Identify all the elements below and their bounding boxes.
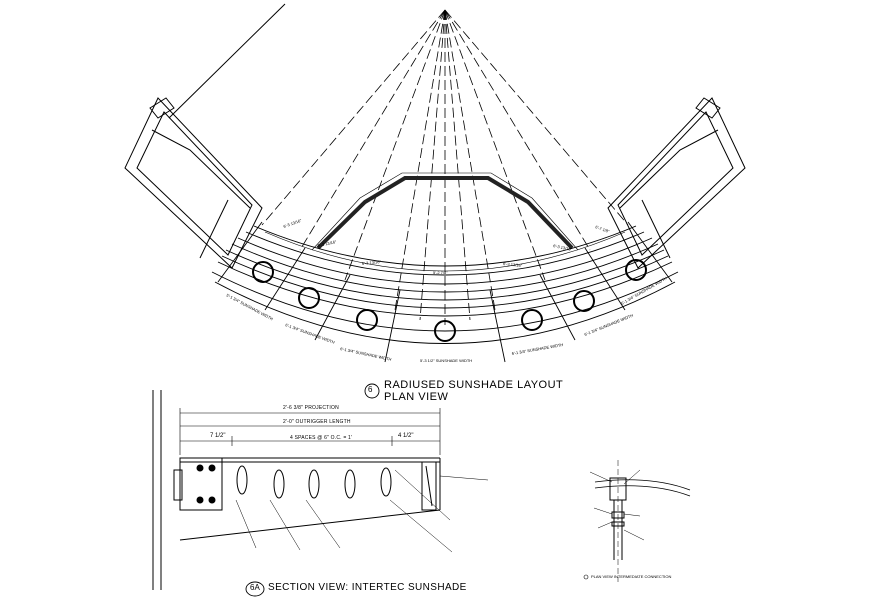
dim-outrigger: 2'-0" OUTRIGGER LENGTH <box>283 419 351 425</box>
outriggers <box>217 221 673 363</box>
building-line <box>168 3 286 119</box>
left-wing <box>124 97 263 269</box>
outrigger-markers <box>252 259 647 342</box>
svg-text:5'-1 3/4" SUNSHADE WIDTH: 5'-1 3/4" SUNSHADE WIDTH <box>620 275 668 305</box>
svg-text:6'-1 3/4" SUNSHADE WIDTH: 6'-1 3/4" SUNSHADE WIDTH <box>285 322 336 345</box>
plan-subtitle: PLAN VIEW <box>384 391 449 403</box>
dim-spaces: 4 SPACES @ 6" O.C. = 1' <box>290 435 353 441</box>
right-wing <box>607 97 746 269</box>
svg-text:6'-1 3/4" SUNSHADE WIDTH: 6'-1 3/4" SUNSHADE WIDTH <box>340 346 392 362</box>
svg-text:6'-3 13/16": 6'-3 13/16" <box>362 259 382 266</box>
svg-text:6'-3 13/16": 6'-3 13/16" <box>317 239 337 248</box>
plan-badge: 6 <box>368 385 373 394</box>
plan-title: RADIUSED SUNSHADE LAYOUT <box>384 379 564 391</box>
svg-text:5'-2 7/8": 5'-2 7/8" <box>433 270 448 275</box>
svg-text:6'-3 13/16": 6'-3 13/16" <box>283 218 303 229</box>
svg-text:6'-7 1/8": 6'-7 1/8" <box>595 224 611 234</box>
dim-right-offset: 4 1/2" <box>398 433 414 439</box>
svg-text:5'-3 1/2" SUNSHADE WIDTH: 5'-3 1/2" SUNSHADE WIDTH <box>420 358 472 363</box>
section-view <box>152 390 489 590</box>
dim-projection: 2'-6 3/8" PROJECTION <box>283 405 339 411</box>
section-title: SECTION VIEW: INTERTEC SUNSHADE <box>268 582 467 593</box>
section-badge: 6A <box>250 583 260 592</box>
radial-lines <box>261 9 629 325</box>
detail-view <box>583 460 691 582</box>
detail-caption: PLAN VIEW INTERMEDIATE CONNECTION <box>591 574 672 579</box>
svg-text:6'-1 3/4" SUNSHADE WIDTH: 6'-1 3/4" SUNSHADE WIDTH <box>584 313 634 337</box>
svg-text:6'-3 13/16": 6'-3 13/16" <box>503 261 523 268</box>
svg-text:6'-3 13/16": 6'-3 13/16" <box>553 243 573 252</box>
dim-left-offset: 7 1/2" <box>210 433 226 439</box>
sunshade-blades <box>211 225 679 344</box>
svg-text:6'-1 3/4" SUNSHADE WIDTH: 6'-1 3/4" SUNSHADE WIDTH <box>511 342 563 356</box>
roof-parapet <box>316 176 574 250</box>
